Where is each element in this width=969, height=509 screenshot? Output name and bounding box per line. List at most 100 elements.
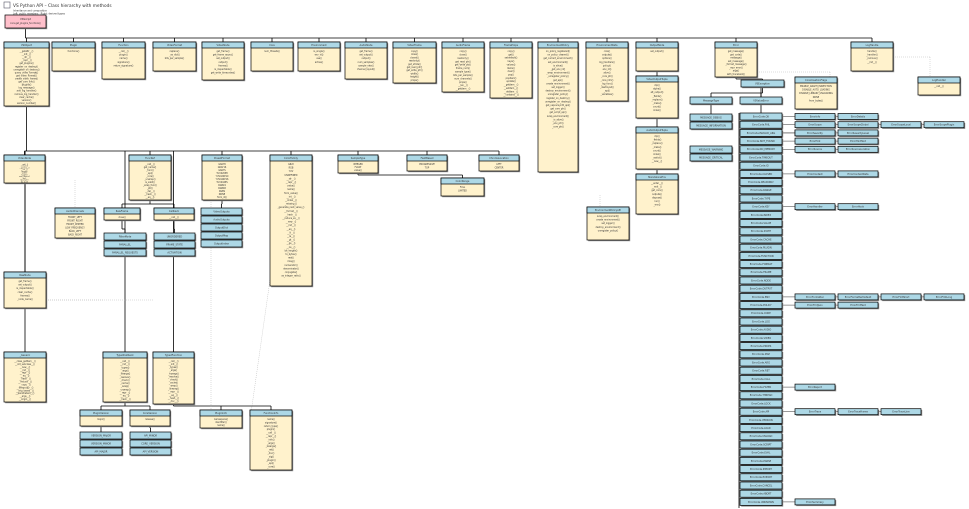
class-node-side-7[interactable]: ErrorSeverity [794,129,837,138]
class-node-exc[interactable]: VSException [740,79,786,89]
class-node-column-13[interactable]: ErrorCode.VALUE [739,219,784,228]
class-node-rawnode2[interactable]: Callback__call__() [153,207,196,222]
class-node-side-13[interactable]: ErrorContext [794,170,837,179]
class-node-column-0[interactable]: ErrorCode.OK [739,112,784,122]
class-node-side-4[interactable]: ErrorScopeLocal [880,121,923,129]
class-node-fr1[interactable]: FilterMode [103,232,148,242]
class-node-column-37[interactable]: ErrorCode.VERSION [739,416,784,425]
class-node-column-23[interactable]: ErrorCode.POLICY [739,301,784,310]
class-node-tg5[interactable]: API_MAJOR [79,447,124,457]
class-node-videoformat[interactable]: VideoFormatreplace()_as_dict()bits_per_s… [152,41,198,73]
class-node-column-32[interactable]: ErrorCode.CALL [739,375,784,384]
class-node-error[interactable]: Errorget_message()get_code()message()set… [714,41,759,79]
class-node-vobj[interactable]: VideoNode__add__()__mul__()__getitem__()… [3,154,47,185]
class-node-side-9[interactable]: ErrorHint [794,137,837,146]
class-node-policy[interactable]: EnvironmentPolicyon_policy_registered()o… [537,41,580,174]
class-node-column-8[interactable]: ErrorCode.READONLY [739,178,784,187]
class-node-side-2[interactable]: ErrorScope [794,121,837,129]
class-node-tg3[interactable]: VERSION_MAJOR [79,431,124,441]
class-node-vsnode[interactable]: RawNodeget_frame()set_output()is_inspect… [3,271,48,310]
class-node-column-45[interactable]: ErrorCode.CANCEL [739,481,784,491]
class-node-s3[interactable]: MESSAGE_WARNING [689,145,734,155]
class-node-tg7[interactable]: CORE_VERSION [129,439,173,449]
class-node-audiooutput[interactable]: AudioOutputTupleclip()_fields()_replace(… [635,126,680,171]
class-node-column-3[interactable]: ErrorCode.NOT_FOUND [739,137,784,146]
class-node-fr4[interactable]: UNORDERED [153,232,197,242]
class-node-column-42[interactable]: ErrorCode.PARSE [739,457,784,466]
class-node-fr3[interactable]: PARALLEL_REQUESTS [103,248,148,258]
class-node-side-22[interactable]: ErrorFmtText [837,301,880,310]
class-node-side-12[interactable]: ErrorSourceLocation [837,145,880,154]
class-node-side-8[interactable]: ErrorSeverityLevel [837,129,880,138]
class-node-audioframe[interactable]: AudioFramecopy()close()readonly()get_rea… [441,41,486,94]
class-node-s4[interactable]: MESSAGE_CRITICAL [689,153,734,163]
class-node-column-29[interactable]: ErrorCode.MAP [739,350,784,359]
class-node-column-38[interactable]: ErrorCode.LOAD [739,424,784,433]
class-node-fr6[interactable]: ACTIVATION [153,248,197,258]
class-node-column-4[interactable]: ErrorCode.NO_MEMORY [739,145,784,154]
class-node-side-5[interactable]: ErrorScopePlugin [923,121,966,129]
class-node-vo1[interactable]: VideoOutputs [200,207,244,217]
class-node-side-26[interactable]: ErrorTraceLine [880,408,923,416]
class-node-vo3[interactable]: OutputDict [200,223,244,233]
class-node-generic[interactable]: _Generic__class_getitem__()__init_subcla… [3,351,48,404]
class-node-side-25[interactable]: ErrorTraceFrame [837,408,880,416]
class-node-column-22[interactable]: ErrorCode.ENV [739,293,784,302]
class-node-column-21[interactable]: ErrorCode.OUTPUT [739,284,784,294]
class-node-videooutput[interactable]: VideoOutputTupleclip()alpha()alt_output(… [635,75,680,120]
class-node-column-25[interactable]: ErrorCode.LOG [739,317,784,327]
class-node-tg8[interactable]: API_VERSION [129,447,173,457]
class-node-side-0[interactable]: ErrorInfo [794,113,837,121]
class-node-column-19[interactable]: ErrorCode.FRAME [739,268,784,277]
class-node-column-2[interactable]: ErrorCode.INVALID_ARG [739,129,784,138]
class-node-column-36[interactable]: ErrorCode.API [739,407,784,417]
class-node-presets[interactable]: PresetFormatGRAY8GRAY16GRAYSYUV420P8YUV4… [201,154,244,202]
class-node-audionode[interactable]: AudioNodeget_frame()set_output()output()… [344,41,389,81]
class-node-videoframe[interactable]: VideoFramecopy()close()closed()readonly(… [392,41,438,85]
class-node-s1[interactable]: MESSAGE_DEBUG [689,113,734,123]
class-node-side-19[interactable]: ErrorFmtShort [880,293,923,302]
class-node-column-16[interactable]: ErrorCode.PLUGIN [739,243,784,253]
class-node-vo2[interactable]: AudioOutputs [200,215,244,225]
class-node-column-7[interactable]: ErrorCode.CLOSED [739,170,784,179]
class-node-side-15[interactable]: ErrorHandler [794,203,837,211]
class-node-vo4[interactable]: OutputMap [200,231,244,241]
class-node-msgtype[interactable]: MessageType [689,96,734,106]
class-node-s2[interactable]: MESSAGE_INFORMATION [689,121,734,131]
class-node-column-1[interactable]: ErrorCode.FAIL [739,120,784,130]
class-node-column-44[interactable]: ErrorCode.EXPORT [739,473,784,482]
class-node-side-23[interactable]: ErrorReport [794,383,837,392]
class-node-column-15[interactable]: ErrorCode.CACHE [739,235,784,245]
class-node-tg4[interactable]: VERSION_MINOR [79,439,124,449]
class-node-column-24[interactable]: ErrorCode.CORE [739,309,784,318]
class-node-column-17[interactable]: ErrorCode.FUNCTION [739,252,784,261]
class-node-fr5[interactable]: FRAME_STATE [153,240,197,250]
class-node-column-14[interactable]: ErrorCode.STATE [739,227,784,236]
class-node-side-10[interactable]: ErrorHintText [837,137,880,146]
class-node-column-9[interactable]: ErrorCode.RANGE [739,186,784,195]
class-node-fr2[interactable]: PARALLEL [103,240,148,250]
class-node-column-11[interactable]: ErrorCode.KEY [739,202,784,212]
class-node-side-14[interactable]: ErrorContextData [837,170,880,179]
class-node-funcref[interactable]: FuncRef__call__()get_name()_func()_api()… [128,154,173,202]
class-node-side-21[interactable]: ErrorFmtJson [794,301,837,310]
class-node-column-35[interactable]: ErrorCode.LOCK [739,399,784,409]
class-node-column-30[interactable]: ErrorCode.ARG [739,358,784,368]
class-node-side-17[interactable]: ErrorFormatter [794,293,837,302]
class-node-function[interactable]: Function__call__()plugin()name()signatur… [101,41,147,81]
class-node-column-20[interactable]: ErrorCode.NODE [739,276,784,286]
class-node-column-41[interactable]: ErrorCode.EVAL [739,448,784,458]
class-node-column-47[interactable]: ErrorCode.UNKNOWN [739,498,784,507]
class-node-side-20[interactable]: ErrorFmtLong [923,293,966,302]
class-node-tg10[interactable]: FunctionInfoname()signature()return_type… [249,409,294,472]
class-node-typing1[interactable]: TypedCallback__call__()__init__()_types(… [102,351,149,404]
